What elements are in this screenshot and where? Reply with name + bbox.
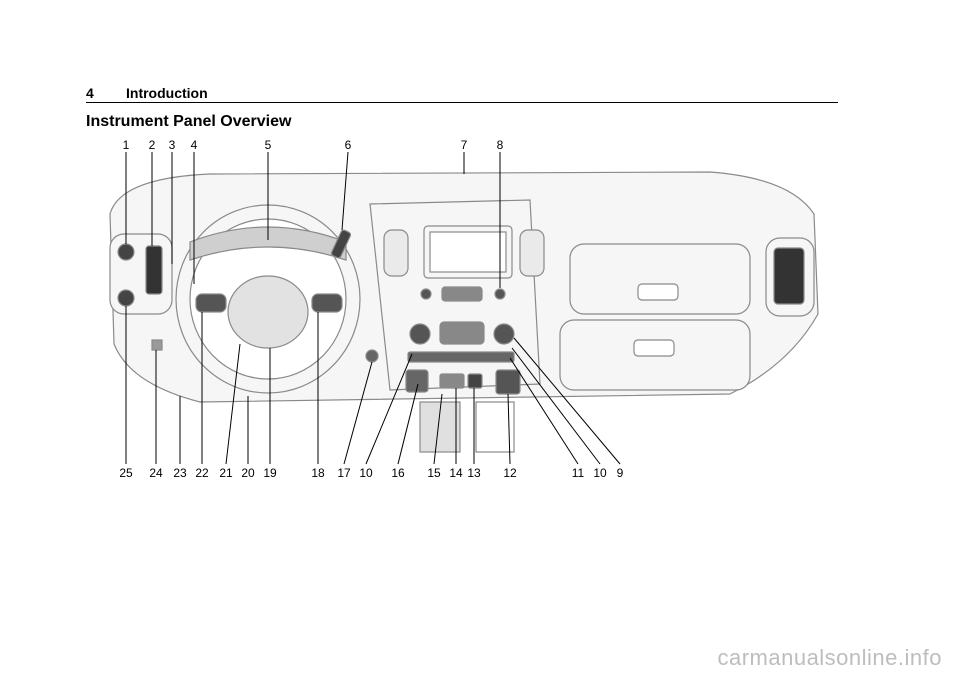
callout-top-5: 5 — [264, 138, 272, 152]
callout-bottom-14: 14 — [449, 466, 463, 480]
climate-controls — [439, 321, 485, 345]
section-title: Instrument Panel Overview — [86, 113, 292, 130]
callout-bottom-23: 23 — [173, 466, 187, 480]
knob-left — [420, 288, 432, 300]
callout-bottom-15: 15 — [427, 466, 441, 480]
callout-bottom-10b: 10 — [593, 466, 607, 480]
switch-bank — [407, 351, 515, 363]
callout-bottom-25: 25 — [119, 466, 133, 480]
start-button — [365, 349, 379, 363]
callout-bottom-17: 17 — [337, 466, 351, 480]
callout-bottom-24: 24 — [149, 466, 163, 480]
radio-buttons — [441, 286, 483, 302]
instrument-panel-illustration: 1 2 3 4 5 6 7 8 25 24 23 22 21 20 19 18 … — [90, 134, 850, 494]
cluster-hood — [189, 226, 347, 261]
callout-top-2: 2 — [148, 138, 156, 152]
callout-top-4: 4 — [190, 138, 198, 152]
lower-glovebox-handle — [633, 339, 675, 357]
center-right-vent — [519, 229, 545, 277]
dashboard-drawing — [109, 151, 819, 465]
callout-top-1: 1 — [122, 138, 130, 152]
callout-bottom-20: 20 — [241, 466, 255, 480]
climate-knob-right — [493, 323, 515, 345]
callout-top-7: 7 — [460, 138, 468, 152]
upper-glovebox-handle — [637, 283, 679, 301]
power-outlet — [467, 373, 483, 389]
callout-bottom-21: 21 — [219, 466, 233, 480]
right-vent-louver — [773, 247, 805, 305]
hood-release — [151, 339, 163, 351]
callout-top-8: 8 — [496, 138, 504, 152]
rear-switches — [405, 369, 429, 393]
callout-bottom-19: 19 — [263, 466, 277, 480]
callout-bottom-22: 22 — [195, 466, 209, 480]
leader-lines — [125, 151, 621, 465]
callout-bottom-9: 9 — [616, 466, 624, 480]
page-header: 4 Introduction — [86, 84, 838, 103]
callout-top-3: 3 — [168, 138, 176, 152]
callout-bottom-12: 12 — [503, 466, 517, 480]
watermark-text: carmanualsonline.info — [717, 645, 942, 670]
usb-ports — [439, 373, 465, 389]
drive-mode-switch — [495, 369, 521, 395]
callout-bottom-18: 18 — [311, 466, 325, 480]
callout-top-6: 6 — [344, 138, 352, 152]
right-wheel-controls — [311, 293, 343, 313]
upper-glovebox — [569, 243, 751, 315]
callout-bottom-10a: 10 — [359, 466, 373, 480]
section-name: Introduction — [126, 85, 208, 101]
center-left-vent — [383, 229, 409, 277]
page-number: 4 — [86, 85, 94, 101]
console-tray — [475, 401, 515, 453]
wiper-stalk — [330, 229, 352, 259]
airbag-hub — [227, 275, 309, 349]
dimmer-knob — [117, 289, 135, 307]
console-storage — [419, 401, 461, 453]
callout-bottom-11: 11 — [571, 466, 585, 480]
callout-bottom-13: 13 — [467, 466, 481, 480]
climate-knob-left — [409, 323, 431, 345]
headlamp-knob — [117, 243, 135, 261]
left-vent-louver — [145, 245, 163, 295]
callout-bottom-16: 16 — [391, 466, 405, 480]
left-wheel-controls — [195, 293, 227, 313]
knob-right — [494, 288, 506, 300]
